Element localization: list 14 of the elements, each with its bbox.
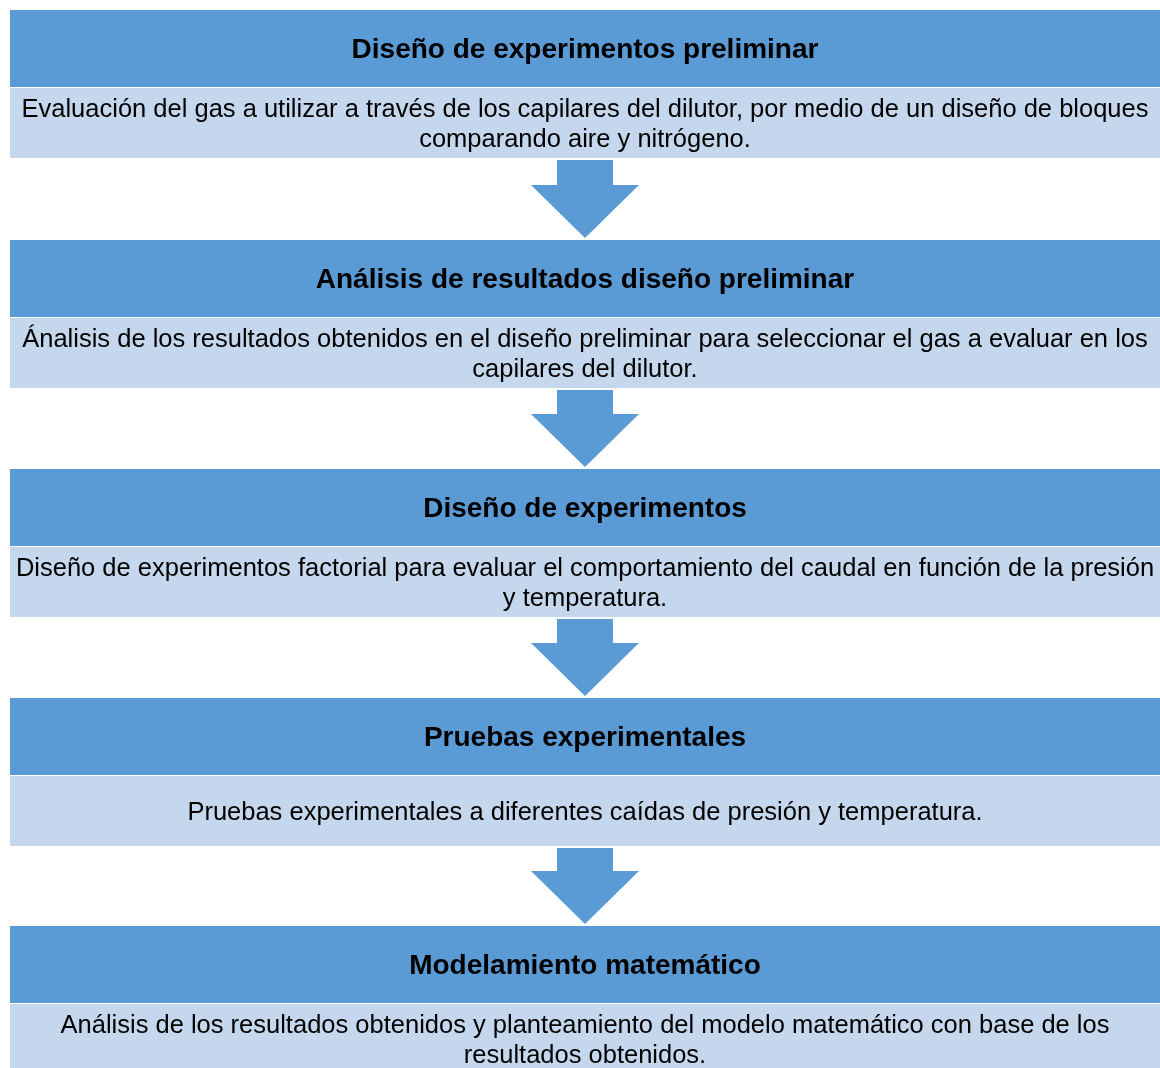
step-title: Diseño de experimentos (423, 491, 747, 524)
step-description: Análisis de los resultados obtenidos y planteamiento del modelo matemático con base de los resultados obtenidos. (59, 1009, 1111, 1068)
step-title: Análisis de resultados diseño preliminar (315, 262, 855, 295)
step-description: Ánalisis de los resultados obtenidos en el diseño preliminar para seleccionar el gas a evaluar en los capilares del dilutor. (21, 323, 1149, 383)
down-arrow (531, 390, 639, 467)
step-title: Pruebas experimentales (423, 720, 747, 753)
step-title: Modelamiento matemático (409, 948, 761, 981)
step-description: Evaluación del gas a utilizar a través de los capilares del dilutor, por medio de un diseño de bloques comparando aire y nitrógeno. (20, 93, 1150, 153)
step-description: Pruebas experimentales a diferentes caídas de presión y temperatura. (187, 796, 983, 826)
step-title: Diseño de experimentos preliminar (351, 32, 819, 65)
down-arrow (531, 619, 639, 696)
down-arrow (531, 848, 639, 924)
down-arrow (531, 160, 639, 238)
step-description: Diseño de experimentos factorial para evaluar el comportamiento del caudal en función de la presión y temperatura. (14, 552, 1156, 612)
